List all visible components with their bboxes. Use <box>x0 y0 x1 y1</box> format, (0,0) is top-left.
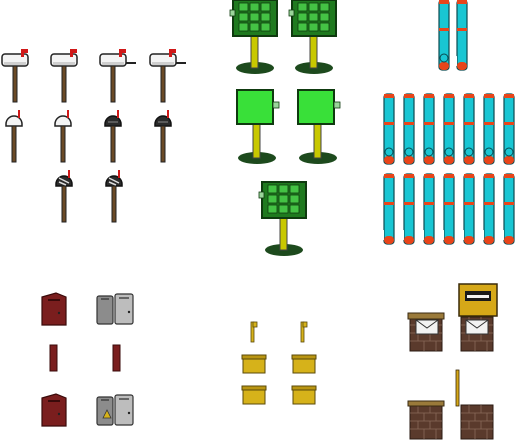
mailbox-sprite <box>99 48 137 103</box>
mailbox-sprite <box>5 109 23 163</box>
mailbox-sprite <box>54 109 72 163</box>
locker-sprite <box>288 0 337 75</box>
mailbox-sprite <box>149 48 187 103</box>
package-sprite <box>291 354 317 374</box>
tube-sprite <box>483 93 495 165</box>
brick-mailbox-sprite <box>409 404 443 440</box>
package-sprite <box>300 321 308 343</box>
mailbox-sprite <box>55 169 73 223</box>
locker-sprite <box>297 89 341 165</box>
tube-sprite <box>438 173 455 245</box>
rural-mailboxes <box>1 48 187 223</box>
wallbox-sprite <box>41 393 67 427</box>
tube-sprite <box>378 173 395 245</box>
wallbox-sprite <box>96 293 134 325</box>
package-sprite <box>250 321 258 343</box>
tube-sprite <box>503 93 515 165</box>
package-posts <box>241 321 317 405</box>
wall-mailboxes <box>41 292 134 427</box>
tube-sprite <box>463 93 475 165</box>
package-sprite <box>241 354 267 374</box>
tube-sprite <box>458 173 475 245</box>
tube-sprite <box>398 173 415 245</box>
pneumatic-tubes <box>378 0 515 245</box>
mailbox-sprite <box>154 109 172 163</box>
tube-sprite <box>451 0 468 71</box>
mailbox-sprite <box>50 48 78 103</box>
wallbox-sprite <box>49 344 58 372</box>
tube-sprite <box>478 173 495 245</box>
mailbox-sprite <box>105 169 123 223</box>
tube-sprite <box>498 173 515 245</box>
brick-mailbox-sprite <box>460 404 494 440</box>
brick-mail-drops <box>407 283 498 440</box>
tube-sprite <box>443 93 455 165</box>
tube-sprite <box>403 93 415 165</box>
locker-sprite <box>258 181 307 257</box>
mailbox-sprite <box>104 109 122 163</box>
package-sprite <box>241 385 267 405</box>
wallbox-sprite <box>41 292 67 326</box>
tube-sprite <box>383 93 395 165</box>
wallbox-sprite <box>112 344 121 372</box>
wallbox-sprite <box>96 394 134 426</box>
tube-sprite <box>418 173 435 245</box>
mailbox-sprite <box>1 48 29 103</box>
package-icon <box>102 409 112 419</box>
tube-sprite <box>423 93 435 165</box>
tube-sprite <box>438 0 450 71</box>
locker-sprite <box>229 0 278 75</box>
locker-sprite <box>236 89 280 165</box>
parcel-lockers <box>229 0 341 257</box>
package-sprite <box>291 385 317 405</box>
